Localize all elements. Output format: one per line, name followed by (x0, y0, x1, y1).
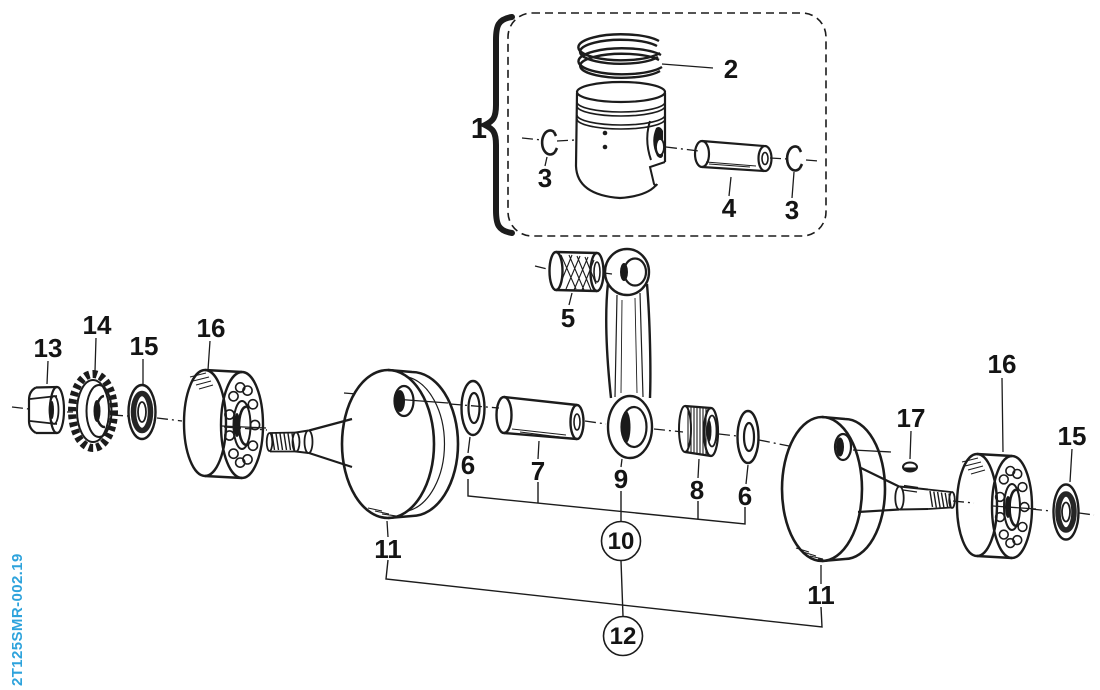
woodruff-key (902, 461, 918, 473)
thrust-washer-left (460, 379, 486, 437)
callout-16-bearing-right: 16 (988, 349, 1017, 379)
group-brackets (385, 479, 823, 628)
connecting-rod (603, 247, 654, 460)
callout-6-washer-left: 6 (461, 450, 475, 480)
big-end-bearing (678, 404, 720, 458)
circlip-right (785, 145, 804, 172)
callout-8-big-end-bearing: 8 (690, 475, 704, 505)
drawing-code: 2T125SMR-002.19 (9, 553, 26, 686)
callout-10-rod-kit: 10 (608, 528, 635, 555)
small-end-bearing (548, 250, 605, 293)
callout-4-piston-pin: 4 (722, 193, 737, 223)
thread-hatch (271, 433, 296, 451)
crankpin-hole-shadow (395, 390, 405, 412)
callout-6-washer-right: 6 (738, 481, 752, 511)
circled-callout-crankshaft-assembly: 12 (602, 615, 644, 657)
rim-hatch (367, 507, 404, 518)
oil-seal-left (127, 383, 157, 441)
small-end-shadow (620, 263, 628, 281)
callout-15-seal-right: 15 (1058, 421, 1087, 451)
keyway-slot (902, 484, 919, 493)
piston-assembly-boundary-box (507, 12, 827, 237)
nut (27, 385, 66, 435)
rim-hatch (189, 372, 214, 390)
piston-dot (602, 130, 608, 136)
crankpin-hole-shadow (836, 437, 844, 457)
big-end-shadow (621, 411, 631, 443)
main-bearing-left (182, 368, 267, 480)
pin-bore (655, 138, 665, 156)
callout-13-nut: 13 (34, 333, 63, 363)
callout-11-crank-half-right: 11 (807, 580, 835, 610)
callout-2-piston-rings: 2 (724, 54, 738, 84)
crank-pin (495, 395, 585, 441)
rim-hatch (961, 457, 986, 475)
needle-lattice (558, 254, 597, 291)
piston-rings (577, 33, 663, 79)
main-bearing-right (955, 452, 1037, 560)
callout-16-bearing-left: 16 (197, 313, 226, 343)
callout-3-circlip-right: 3 (785, 195, 799, 225)
callout-15-seal-left: 15 (130, 331, 159, 361)
callout-11-crank-half-left: 11 (374, 534, 402, 564)
circlip-left (540, 129, 559, 156)
crank-half-right (780, 415, 956, 563)
piston (574, 80, 667, 200)
primary-drive-gear (68, 370, 118, 452)
piston-dot (602, 144, 608, 150)
crank-half-left (265, 368, 460, 520)
piston-pin (693, 139, 773, 173)
thread-hatch (929, 490, 952, 508)
leader-lines (46, 63, 1073, 584)
callout-7-crank-pin: 7 (531, 456, 545, 486)
callout-5-small-end-bearing: 5 (561, 303, 575, 333)
circled-callout-rod-kit: 10 (600, 520, 642, 562)
centerlines (11, 137, 1095, 516)
callout-12-crankshaft-assembly: 12 (610, 623, 637, 650)
oil-seal-right (1052, 483, 1080, 541)
cage-ribs (687, 407, 707, 456)
rollers-shadow (706, 420, 712, 442)
callout-1-piston-assembly: 1 (471, 113, 487, 145)
assembly-brace (478, 14, 515, 236)
rim-hatch (795, 547, 831, 562)
callout-14-gear: 14 (83, 310, 112, 340)
callout-9-connecting-rod: 9 (614, 464, 628, 494)
callout-3-circlip-left: 3 (538, 163, 552, 193)
thrust-washer-right (736, 409, 760, 465)
bearing-balls (224, 381, 261, 468)
callout-17-woodruff-key: 17 (897, 403, 926, 433)
gear-teeth (68, 370, 118, 452)
